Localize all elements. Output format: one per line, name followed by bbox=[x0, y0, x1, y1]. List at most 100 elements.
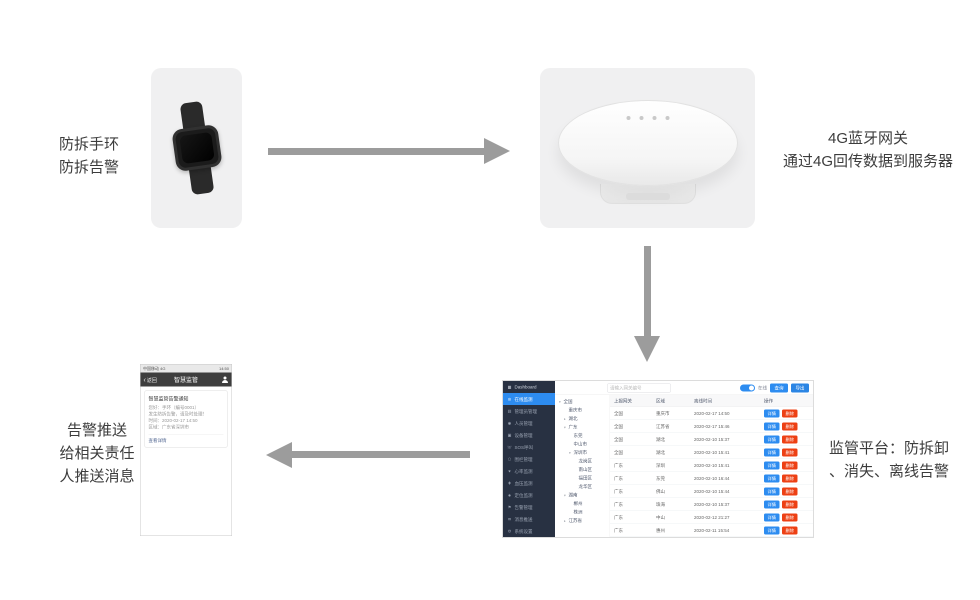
sidebar-item[interactable]: ✉ 消息推送 bbox=[503, 513, 555, 525]
online-toggle[interactable] bbox=[739, 384, 755, 392]
table-row: 全国 湖北 2020-02-10 15:41 详情 删除 bbox=[610, 446, 813, 459]
detail-button[interactable]: 详情 bbox=[764, 474, 780, 483]
cell-region: 中山 bbox=[656, 515, 666, 520]
bracelet-caption: 防拆手环防拆告警 bbox=[39, 133, 139, 179]
user-icon[interactable] bbox=[222, 376, 229, 383]
tree-node[interactable]: 中山市 bbox=[555, 440, 610, 449]
detail-button[interactable]: 详情 bbox=[764, 487, 780, 496]
sidebar: ▦ Dashboard ◎ 在线监测 ▤ 管理员管理 ◉ bbox=[503, 381, 555, 537]
sidebar-item[interactable]: ⬡ 围栏管理 bbox=[503, 453, 555, 465]
cell-time: 2020-02-10 16:44 bbox=[694, 475, 730, 481]
sidebar-item[interactable]: ♥ 心率监测 bbox=[503, 465, 555, 477]
cell-region: 深圳 bbox=[656, 463, 666, 468]
phone-nav-bar: ‹ 返回 智慧监管 bbox=[140, 372, 232, 387]
tree-node[interactable]: 南山区 bbox=[555, 466, 610, 475]
delete-button[interactable]: 删除 bbox=[782, 422, 798, 431]
cell-time: 2020-02-11 15:54 bbox=[694, 527, 730, 533]
tree-node[interactable]: 郴州 bbox=[555, 500, 610, 509]
delete-button[interactable]: 删除 bbox=[782, 487, 798, 496]
sidebar-item[interactable]: ◉ 人员管理 bbox=[503, 417, 555, 429]
tree-node[interactable]: ▸江苏省 bbox=[555, 517, 610, 526]
chevron-left-icon: ‹ bbox=[143, 375, 146, 384]
sidebar-item[interactable]: ⚙ 系统设置 bbox=[503, 525, 555, 537]
tree-node[interactable]: ▾广东 bbox=[555, 423, 610, 432]
cell-actions: 详情 删除 bbox=[760, 526, 810, 535]
tree-node[interactable]: 东莞 bbox=[555, 432, 610, 441]
sidebar-item-icon: ▣ bbox=[507, 432, 512, 438]
tree-caret-icon: ▾ bbox=[559, 400, 561, 405]
detail-button[interactable]: 详情 bbox=[764, 409, 780, 418]
alert-message-line: 您好：手环（编号0001） bbox=[148, 405, 200, 410]
tree-node[interactable]: 福田区 bbox=[555, 474, 610, 483]
detail-button[interactable]: 详情 bbox=[764, 448, 780, 457]
search-input[interactable] bbox=[607, 383, 671, 393]
cell-region: 江苏省 bbox=[656, 424, 670, 429]
sidebar-item[interactable]: ▣ 设备管理 bbox=[503, 429, 555, 441]
detail-button[interactable]: 详情 bbox=[764, 500, 780, 509]
caption-line: 防拆手环 bbox=[58, 136, 119, 153]
sidebar-item[interactable]: ▦ Dashboard bbox=[503, 381, 555, 393]
column-header: 区域 bbox=[656, 398, 666, 404]
cell-time: 2020-02-17 14:50 bbox=[694, 410, 730, 416]
delete-button[interactable]: 删除 bbox=[782, 474, 798, 483]
view-detail-link[interactable]: 查看详情 bbox=[148, 434, 224, 444]
cell-region: 重庆市 bbox=[656, 411, 670, 416]
delete-button[interactable]: 删除 bbox=[782, 461, 798, 470]
caption-line: 给相关责任 bbox=[59, 445, 135, 462]
cell-actions: 详情 删除 bbox=[760, 513, 810, 522]
arrow-bracelet-to-gateway-head bbox=[484, 138, 510, 164]
tree-node-label: 湖南 bbox=[568, 492, 578, 498]
cell-time: 2020-02-17 15:46 bbox=[694, 423, 730, 429]
sidebar-item-icon: ◉ bbox=[507, 420, 512, 426]
sidebar-item-icon: ⚑ bbox=[507, 504, 512, 510]
export-button[interactable]: 导出 bbox=[790, 383, 809, 393]
cell-time: 2020-02-10 15:44 bbox=[694, 488, 730, 494]
delete-button[interactable]: 删除 bbox=[782, 513, 798, 522]
tree-node-label: 龙岗区 bbox=[578, 458, 593, 464]
detail-button[interactable]: 详情 bbox=[764, 526, 780, 535]
back-button[interactable]: ‹ 返回 bbox=[143, 375, 157, 384]
tree-node[interactable]: ▸湖北 bbox=[555, 415, 610, 424]
sidebar-item-icon: ✚ bbox=[507, 480, 512, 486]
delete-button[interactable]: 删除 bbox=[782, 526, 798, 535]
cell-gateway: 全国 bbox=[614, 411, 624, 416]
back-label: 返回 bbox=[146, 377, 157, 384]
tree-node[interactable]: 龙华区 bbox=[555, 483, 610, 492]
delete-button[interactable]: 删除 bbox=[782, 409, 798, 418]
column-header: 上报网关 bbox=[614, 398, 633, 404]
clock-label: 14:50 bbox=[218, 366, 229, 371]
carrier-label: 中国移动 4G bbox=[143, 366, 166, 371]
detail-button[interactable]: 详情 bbox=[764, 435, 780, 444]
query-button[interactable]: 查询 bbox=[769, 383, 788, 393]
sidebar-item[interactable]: ▤ 管理员管理 bbox=[503, 405, 555, 417]
detail-button[interactable]: 详情 bbox=[764, 422, 780, 431]
sidebar-item[interactable]: ◎ 在线监测 bbox=[503, 393, 555, 405]
delete-button[interactable]: 删除 bbox=[782, 500, 798, 509]
sidebar-item-label: 人员管理 bbox=[514, 420, 533, 426]
sidebar-item-label: 血压监测 bbox=[514, 480, 533, 486]
caption-line: 监管平台：防拆卸 bbox=[829, 440, 950, 457]
tree-node[interactable]: ▾湖南 bbox=[555, 491, 610, 500]
sidebar-item-label: 消息推送 bbox=[514, 516, 533, 522]
caption-line: 告警推送 bbox=[66, 422, 127, 439]
sidebar-item[interactable]: ✚ 血压监测 bbox=[503, 477, 555, 489]
detail-button[interactable]: 详情 bbox=[764, 461, 780, 470]
alert-message-title: 智慧监管告警通知 bbox=[148, 396, 189, 403]
sidebar-item[interactable]: ☏ SOS呼叫 bbox=[503, 441, 555, 453]
tree-node-label: 深圳市 bbox=[573, 450, 588, 455]
tree-node[interactable]: ▾全国 bbox=[555, 398, 610, 407]
tree-node[interactable]: 株洲 bbox=[555, 508, 610, 517]
delete-button[interactable]: 删除 bbox=[782, 448, 798, 457]
column-header: 操作 bbox=[764, 398, 774, 404]
tree-node[interactable]: 重庆市 bbox=[555, 406, 610, 415]
delete-button[interactable]: 删除 bbox=[782, 435, 798, 444]
alert-message-card[interactable]: 智慧监管告警通知 您好：手环（编号0001）发生防拆告警，请及时处理！时间：20… bbox=[144, 390, 228, 448]
sidebar-item[interactable]: ◈ 定位监测 bbox=[503, 489, 555, 501]
tree-node-label: 株洲 bbox=[573, 509, 583, 515]
detail-button[interactable]: 详情 bbox=[764, 513, 780, 522]
tree-node[interactable]: ▾深圳市 bbox=[555, 449, 610, 458]
tree-node[interactable]: 龙岗区 bbox=[555, 457, 610, 466]
sidebar-item[interactable]: ⚑ 告警管理 bbox=[503, 501, 555, 513]
arrow-platform-to-phone-head bbox=[266, 442, 292, 468]
sidebar-item-icon: ▤ bbox=[507, 408, 512, 414]
